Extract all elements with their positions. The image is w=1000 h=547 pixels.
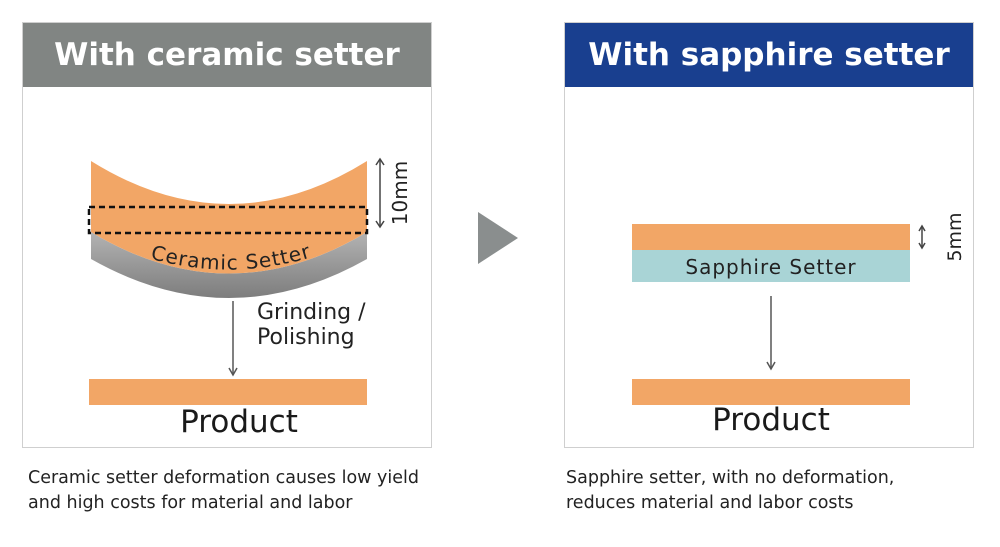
sapphire-setter-label: Sapphire Setter — [685, 255, 856, 279]
ceramic-panel-title: With ceramic setter — [23, 23, 431, 87]
ceramic-thickness-label: 10mm — [388, 161, 412, 225]
ceramic-caption-line2: and high costs for material and labor — [28, 493, 353, 513]
sapphire-thickness-label: 5mm — [944, 212, 966, 261]
ceramic-caption-line1: Ceramic setter deformation causes low yi… — [28, 468, 420, 488]
process-label-line1: Grinding / — [257, 300, 366, 325]
thickness-arrow-icon — [918, 224, 926, 250]
ceramic-diagram: Ceramic Setter 10mm Grinding / Polishing… — [87, 157, 412, 440]
sapphire-setter-bar — [632, 250, 910, 282]
sapphire-product-bar — [632, 379, 910, 405]
process-arrow-icon — [228, 301, 238, 377]
ceramic-product-label: Product — [180, 404, 298, 440]
sapphire-panel-title: With sapphire setter — [565, 23, 973, 87]
thickness-arrow-icon — [375, 157, 385, 229]
sapphire-product-label: Product — [712, 402, 830, 438]
sapphire-material-bar — [632, 224, 910, 250]
transition-arrow-icon — [478, 212, 518, 264]
sapphire-setter-panel: With sapphire setter Sapphire Setter 5mm… — [564, 22, 974, 448]
sapphire-caption-line1: Sapphire setter, with no deformation, — [566, 468, 895, 488]
sapphire-caption: Sapphire setter, with no deformation, re… — [566, 466, 996, 516]
deformed-material-shape — [91, 161, 367, 274]
ceramic-setter-panel: With ceramic setter Ceramic Setter 10mm — [22, 22, 432, 448]
cut-region-outline — [87, 205, 369, 235]
process-label-line2: Polishing — [257, 325, 355, 350]
sapphire-diagram: Sapphire Setter 5mm Product — [632, 212, 966, 438]
ceramic-product-bar — [89, 379, 367, 405]
sapphire-caption-line2: reduces material and labor costs — [566, 493, 854, 513]
process-arrow-icon — [766, 296, 776, 371]
ceramic-caption: Ceramic setter deformation causes low yi… — [28, 466, 458, 516]
ceramic-setter-shape — [91, 232, 367, 298]
